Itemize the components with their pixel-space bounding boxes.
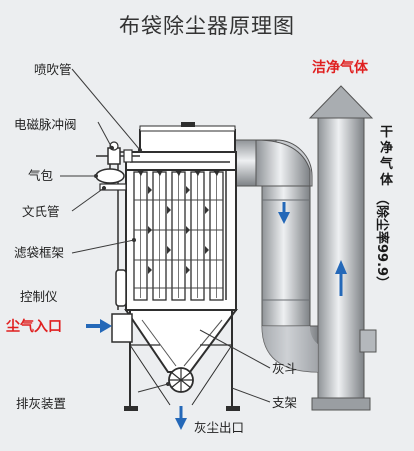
label-dry-clean-gas-char: 体 <box>380 172 394 188</box>
label-discharge-device: 排灰装置 <box>16 396 66 411</box>
label-pulse-valve: 电磁脉冲阀 <box>14 117 77 132</box>
label-clean-gas: 洁净气体 <box>312 59 369 76</box>
label-bag-cage: 滤袋框架 <box>14 245 64 260</box>
controller-box <box>115 269 127 307</box>
label-support: 支架 <box>272 395 297 410</box>
fan-icon <box>168 367 194 393</box>
label-dusty-inlet: 尘气入口 <box>6 318 62 335</box>
label-nozzle-pipe: 喷吹管 <box>34 62 72 77</box>
label-dry-clean-gas-char: 干 <box>380 125 393 140</box>
label-dry-clean-gas-char: 净 <box>380 140 393 156</box>
exhaust-duct <box>226 85 377 411</box>
venturi-tube <box>99 183 127 191</box>
arrow-up-icon <box>335 260 347 296</box>
filter-bags <box>133 170 224 301</box>
label-venturi: 文氏管 <box>22 204 60 219</box>
arrow-right-icon <box>86 319 112 333</box>
label-removal-rate: （除尘率99.9） <box>374 192 390 289</box>
arrow-down-icon <box>175 406 187 430</box>
label-dry-clean-gas: 干 净 气 体 <box>380 125 394 188</box>
air-bag-tank <box>95 164 125 184</box>
label-dust-outlet: 灰尘出口 <box>194 420 244 435</box>
label-ash-hopper: 灰斗 <box>272 361 297 376</box>
label-air-bag: 气包 <box>28 168 53 183</box>
diagram-title: 布袋除尘器原理图 <box>119 14 295 38</box>
label-controller: 控制仪 <box>20 289 58 304</box>
valve-icon <box>96 141 140 165</box>
arrow-down-icon <box>278 202 290 224</box>
leader-lines <box>60 68 271 403</box>
label-dry-clean-gas-char: 气 <box>380 156 393 172</box>
